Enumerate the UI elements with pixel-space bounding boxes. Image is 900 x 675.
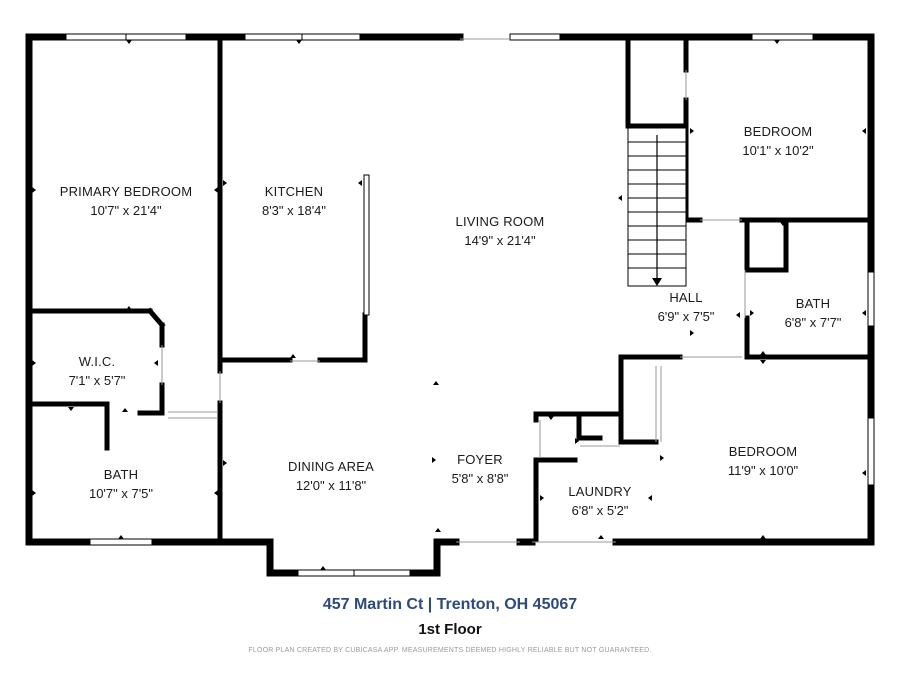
room-dimensions: 5'8" x 8'8" (451, 471, 509, 486)
room-name: DINING AREA (288, 459, 374, 474)
room-label-hall: HALL 6'9" x 7'5" (658, 288, 715, 326)
room-name: BEDROOM (743, 124, 813, 139)
room-dimensions: 8'3" x 18'4" (261, 203, 327, 218)
room-name: PRIMARY BEDROOM (59, 184, 193, 199)
property-address: 457 Martin Ct | Trenton, OH 45067 (322, 596, 578, 613)
windows (65, 33, 875, 577)
room-label-kitchen: KITCHEN 8'3" x 18'4" (262, 182, 326, 220)
room-dimensions: 10'7" x 7'5" (88, 486, 154, 501)
room-name: KITCHEN (264, 184, 324, 199)
room-dimensions: 10'1" x 10'2" (742, 143, 814, 158)
room-label-dining-area: DINING AREA 12'0" x 11'8" (288, 457, 374, 495)
room-name: HALL (669, 290, 703, 305)
room-name: W.I.C. (78, 354, 116, 369)
room-label-laundry: LAUNDRY 6'8" x 5'2" (568, 482, 631, 520)
room-label-living-room: LIVING ROOM 14'9" x 21'4" (456, 212, 545, 250)
stair-arrow-icon (652, 278, 662, 286)
room-label-bedroom-2: BEDROOM 11'9" x 10'0" (728, 442, 798, 480)
room-name: BEDROOM (728, 444, 798, 459)
interior-walls (28, 37, 871, 543)
room-label-wic: W.I.C. 7'1" x 5'7" (69, 352, 126, 390)
floor-title: 1st Floor (418, 621, 482, 638)
room-dimensions: 11'9" x 10'0" (727, 463, 799, 478)
room-name: BATH (795, 296, 831, 311)
room-dimensions: 6'8" x 5'2" (571, 503, 629, 518)
room-dimensions: 6'9" x 7'5" (657, 309, 715, 324)
kitchen-counter (363, 174, 370, 316)
room-label-bath-1: BATH 6'8" x 7'7" (785, 294, 842, 332)
room-dimensions: 14'9" x 21'4" (464, 233, 536, 248)
room-label-foyer: FOYER 5'8" x 8'8" (452, 450, 509, 488)
room-name: LIVING ROOM (455, 214, 545, 229)
room-name: FOYER (457, 452, 503, 467)
room-dimensions: 7'1" x 5'7" (68, 373, 126, 388)
staircase (627, 127, 687, 287)
room-dimensions: 12'0" x 11'8" (295, 478, 367, 493)
room-name: LAUNDRY (568, 484, 632, 499)
measurement-markers (32, 40, 866, 570)
room-label-bedroom-1: BEDROOM 10'1" x 10'2" (742, 122, 813, 160)
floor-plan (25, 33, 875, 577)
disclaimer-text: FLOOR PLAN CREATED BY CUBICASA APP. MEAS… (248, 647, 652, 654)
room-name: BATH (103, 467, 139, 482)
room-label-bath-2: BATH 10'7" x 7'5" (89, 465, 153, 503)
exterior-walls (25, 33, 875, 577)
room-dimensions: 10'7" x 21'4" (90, 203, 162, 218)
door-openings (161, 38, 746, 543)
room-label-primary-bedroom: PRIMARY BEDROOM 10'7" x 21'4" (60, 182, 193, 220)
room-dimensions: 6'8" x 7'7" (784, 315, 842, 330)
